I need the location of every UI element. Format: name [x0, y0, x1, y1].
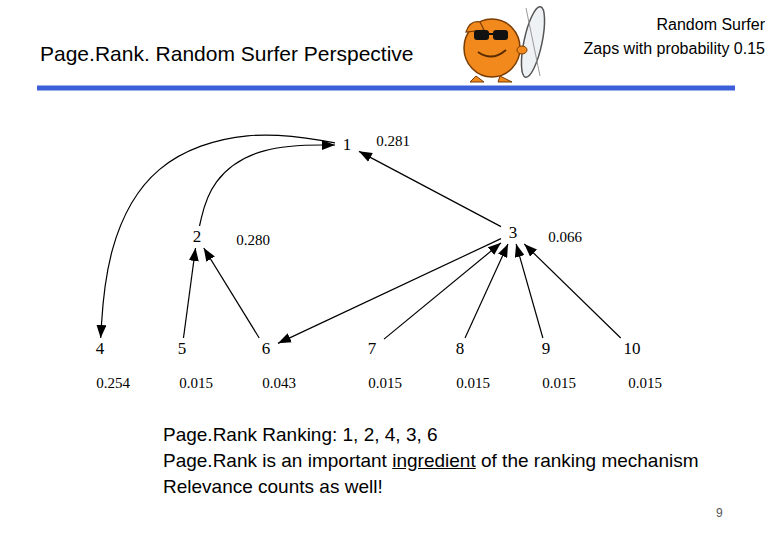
pagerank-value: 0.254: [96, 375, 130, 392]
node-number: 5: [178, 339, 187, 359]
pagerank-value: 0.281: [376, 133, 410, 150]
graph-node: 30.066: [501, 222, 525, 244]
callout-heading: Random Surfer: [657, 16, 766, 34]
pagerank-value: 0.015: [456, 375, 490, 392]
node-number: 6: [262, 339, 271, 359]
pagerank-value: 0.066: [548, 229, 582, 246]
sunglasses-left: [474, 30, 489, 40]
page-number: 9: [716, 507, 723, 521]
pagerank-value: 0.280: [236, 232, 270, 249]
node-number: 2: [193, 227, 202, 247]
surfboard-stripe: [526, 8, 540, 76]
surfboard: [517, 5, 550, 79]
graph-node: 100.015: [620, 338, 644, 360]
graph-node: 50.015: [170, 338, 194, 360]
node-number: 9: [542, 339, 551, 359]
link-arrow: [200, 145, 335, 226]
sunglasses-right: [493, 30, 508, 40]
ranking-note: Page.Rank Ranking: 1, 2, 4, 3, 6: [163, 424, 438, 446]
pagerank-value: 0.043: [262, 375, 296, 392]
graph-node: 20.280: [185, 226, 209, 248]
graph-node: 60.043: [254, 338, 278, 360]
node-number: 4: [96, 339, 105, 359]
graph-node: 80.015: [448, 338, 472, 360]
graph-node: 70.015: [360, 338, 384, 360]
pagerank-value: 0.015: [368, 375, 402, 392]
surfer-cartoon: [464, 5, 549, 82]
link-arrow: [516, 244, 543, 338]
callout-text: Zaps with probability 0.15: [584, 40, 765, 58]
surfer-body: [464, 19, 520, 77]
node-number: 8: [456, 339, 465, 359]
graph-node: 90.015: [534, 338, 558, 360]
note-emphasis: ingredient: [392, 450, 475, 472]
link-arrow: [384, 243, 501, 339]
pagerank-value: 0.015: [179, 375, 213, 392]
node-number: 7: [368, 339, 377, 359]
link-arrow: [465, 244, 508, 338]
link-arrow: [524, 244, 620, 338]
node-number: 10: [624, 339, 641, 359]
header-rule: [37, 86, 735, 91]
surfer-smile: [478, 50, 506, 57]
link-arrow: [359, 151, 501, 226]
node-number: 1: [343, 135, 352, 155]
slide-title: Page.Rank. Random Surfer Perspective: [40, 42, 414, 66]
link-arrow: [101, 135, 335, 338]
link-arrow: [278, 239, 501, 344]
node-number: 3: [509, 223, 518, 243]
pagerank-value: 0.015: [628, 375, 662, 392]
sunglasses-bridge: [489, 33, 493, 35]
surfer-foot: [498, 76, 512, 82]
graph-node: 40.254: [88, 338, 112, 360]
pagerank-value: 0.015: [542, 375, 576, 392]
link-arrow: [183, 248, 195, 338]
note-text: Page.Rank is an important: [163, 450, 387, 472]
graph-node: 10.281: [335, 134, 359, 156]
note-line: Page.Rank is an importantingredient of th…: [163, 450, 699, 472]
surfer-hand: [517, 46, 527, 54]
surfer-foot: [470, 76, 484, 82]
note-text: Relevance counts as well!: [163, 476, 383, 498]
link-arrow: [204, 248, 259, 338]
note-text: of the ranking mechanism: [481, 450, 699, 472]
